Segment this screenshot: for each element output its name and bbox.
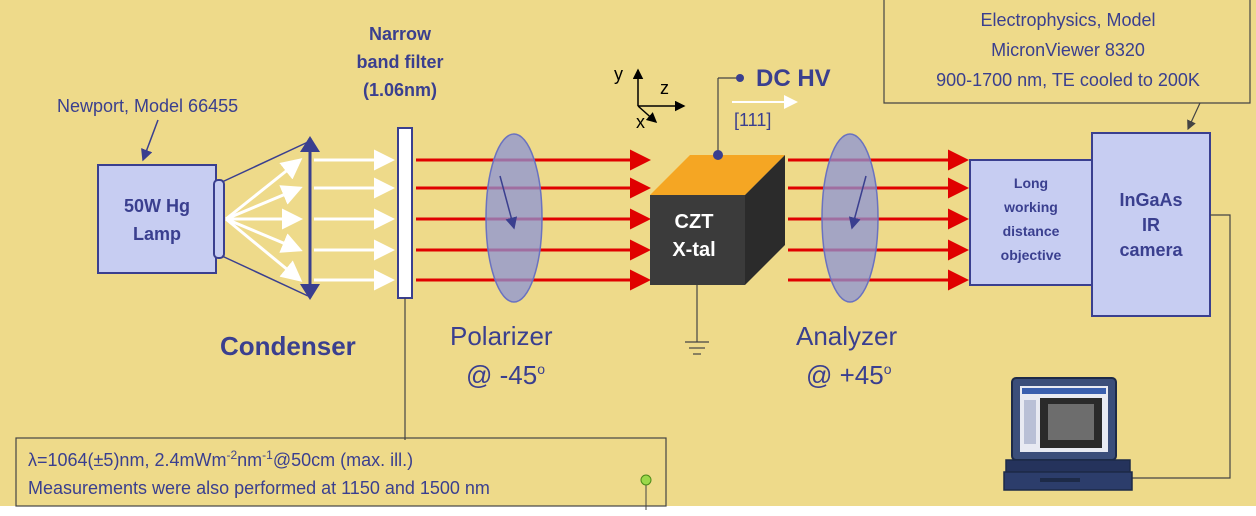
- crystal-side: [745, 155, 785, 285]
- camera-box: [1091, 132, 1211, 317]
- objective-label-line3: distance: [1003, 223, 1060, 239]
- polarizer-label: Polarizer: [450, 321, 553, 351]
- crystal-label-line1: CZT: [675, 211, 714, 233]
- polarizer-axis: [499, 175, 518, 230]
- lamp-label-line2: Lamp: [133, 224, 181, 244]
- axis-x-label: x: [636, 112, 645, 132]
- camera-spec-line2: MicronViewer 8320: [991, 40, 1145, 60]
- polarizer-angle: @ -45o: [466, 360, 545, 390]
- lamp-label-arrow: [141, 119, 159, 162]
- filter-label-line1: Narrow: [369, 24, 432, 44]
- filter-plate: [397, 127, 413, 299]
- analyzer-angle: @ +45o: [806, 360, 892, 390]
- polarizer-disc: [485, 133, 543, 303]
- crystal-electrode: [713, 150, 723, 160]
- camera-cable: [1130, 214, 1231, 479]
- pin-marker: [640, 474, 652, 486]
- crystal-top: [650, 155, 785, 195]
- white-rays-parallel: [314, 149, 395, 291]
- orientation-label: [111]: [734, 110, 771, 130]
- condenser-label: Condenser: [220, 331, 356, 361]
- filter-label-line3: (1.06nm): [363, 80, 437, 100]
- hv-terminal: [736, 74, 744, 82]
- camera-spec-line3: 900-1700 nm, TE cooled to 200K: [936, 70, 1200, 90]
- axis-z-label: z: [660, 78, 669, 98]
- crystal-label-line2: X-tal: [672, 239, 715, 261]
- analyzer-disc: [821, 133, 879, 303]
- condenser-arrow-bottom: [300, 284, 320, 300]
- lamp-cone-top: [221, 141, 309, 183]
- analyzer-label: Analyzer: [796, 321, 897, 351]
- camera-label-line3: camera: [1119, 240, 1183, 260]
- analyzer-axis: [848, 175, 867, 230]
- axis-y-label: y: [614, 64, 623, 84]
- camera-spec-line1: Electrophysics, Model: [980, 10, 1155, 30]
- camera-spec-arrow: [1187, 102, 1201, 131]
- axes-indicator: y z x: [614, 64, 686, 132]
- white-rays-in: [225, 158, 303, 282]
- lamp-source-label: Newport, Model 66455: [57, 96, 238, 116]
- condenser-arrow-top: [300, 136, 320, 152]
- note-line2: Measurements were also performed at 1150…: [28, 478, 490, 498]
- computer-icon: [1003, 377, 1133, 491]
- lamp-cone-bottom: [221, 255, 309, 297]
- camera-spec-box: [883, 0, 1251, 104]
- objective-box: [969, 159, 1093, 286]
- objective-label-line2: working: [1003, 199, 1058, 215]
- lamp-box: [97, 164, 217, 274]
- objective-label-line4: objective: [1001, 247, 1062, 263]
- camera-label-line1: InGaAs: [1119, 190, 1182, 210]
- bottom-strip: [0, 506, 1256, 516]
- note-line1: λ=1064(±5)nm, 2.4mWm-2nm-1@50cm (max. il…: [28, 448, 413, 470]
- note-box: [15, 437, 667, 507]
- crystal-front: [650, 195, 745, 285]
- objective-label-line1: Long: [1014, 175, 1048, 191]
- hv-label: DC HV: [756, 65, 831, 92]
- lamp-window: [213, 179, 225, 259]
- camera-label-line2: IR: [1142, 215, 1160, 235]
- filter-label-line2: band filter: [356, 52, 443, 72]
- lamp-label-line1: 50W Hg: [124, 196, 190, 216]
